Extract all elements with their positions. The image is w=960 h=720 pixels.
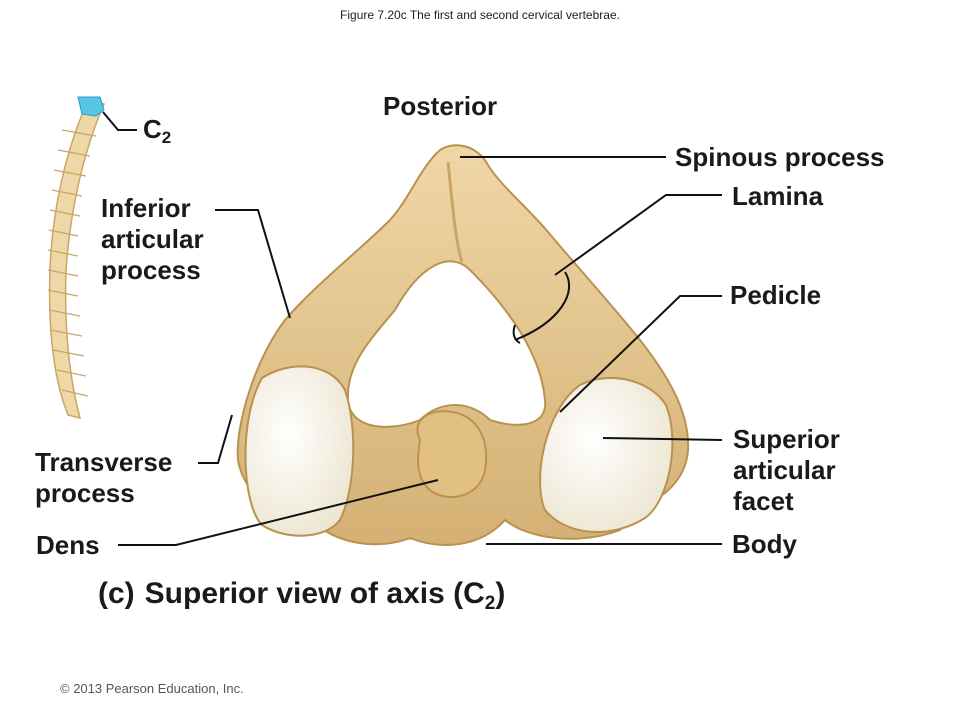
label-body: Body xyxy=(732,529,797,559)
copyright-notice: © 2013 Pearson Education, Inc. xyxy=(60,681,244,696)
figure-title-subscript: 2 xyxy=(484,593,496,614)
label-transverse-process: Transverse process xyxy=(35,447,173,508)
left-superior-facet xyxy=(244,365,355,537)
figure-title-text: Superior view of axis (C xyxy=(144,577,485,610)
figure-title: (c) Superior view of axis (C2) xyxy=(98,577,505,615)
label-superior-articular-facet: Superior articular facet xyxy=(733,424,840,516)
figure-part-letter: (c) xyxy=(98,577,135,610)
lamina-bracket xyxy=(514,271,571,341)
leader-inferior-articular-process xyxy=(215,209,291,319)
vertebral-column-thumbnail xyxy=(47,96,106,420)
leader-c2 xyxy=(102,111,137,131)
leader-superior-articular-facet xyxy=(602,437,723,441)
leader-transverse-process xyxy=(198,414,233,464)
label-dens: Dens xyxy=(36,530,100,560)
lamina-bracket-end xyxy=(512,324,521,344)
leader-dens xyxy=(118,479,439,546)
label-posterior: Posterior xyxy=(383,91,498,121)
figure-title-close: ) xyxy=(495,577,506,610)
leader-pedicle xyxy=(559,295,722,413)
leader-lines xyxy=(102,111,723,546)
right-superior-facet xyxy=(539,377,674,533)
leader-lamina xyxy=(554,194,722,276)
label-pedicle: Pedicle xyxy=(730,280,822,310)
label-c2: C2 xyxy=(143,114,172,147)
label-spinous-process: Spinous process xyxy=(675,142,885,172)
label-inferior-articular-process: Inferior articular process xyxy=(101,193,204,285)
axis-vertebra xyxy=(236,144,690,546)
figure-caption: Figure 7.20c The first and second cervic… xyxy=(340,8,620,22)
dens-shape xyxy=(416,410,487,498)
label-lamina: Lamina xyxy=(732,181,824,211)
